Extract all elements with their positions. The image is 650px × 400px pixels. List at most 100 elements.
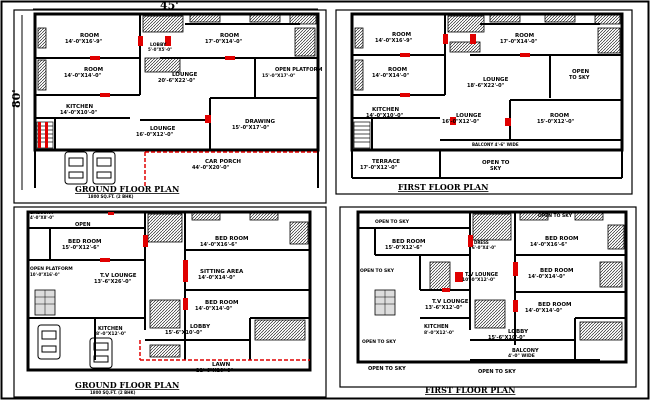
room-name: LAWN bbox=[212, 362, 231, 368]
open-sky-label: OPEN TO SKY bbox=[360, 268, 395, 274]
room-name: LOBBY bbox=[150, 42, 167, 48]
room-size: 17'-0"X12'-0" bbox=[360, 165, 398, 171]
room-size: SKY bbox=[490, 166, 501, 172]
room-name: TERRACE bbox=[372, 159, 400, 165]
plan-subtitle: 1800 SQ.FT. (2 BHK) bbox=[88, 194, 134, 199]
room-size: 14'-0"X14'-0" bbox=[525, 308, 563, 314]
room-size: 13'-6"X26'-0" bbox=[94, 279, 132, 285]
room-size: 21'-6"X10'-0" bbox=[196, 368, 234, 374]
room-name: BED ROOM bbox=[68, 239, 102, 245]
room-name: T.V LOUNGE bbox=[465, 272, 499, 278]
room-size: 18'-6"X22'-0" bbox=[467, 83, 505, 89]
room-labels: OPEN TO SKY OPEN TO SKY BED ROOM 15'-0"X… bbox=[360, 213, 579, 375]
room-size: 14'-0"X10'-0" bbox=[366, 113, 404, 119]
room-name: ROOM bbox=[550, 113, 569, 119]
doors bbox=[442, 235, 518, 312]
plan-bottom-right: OPEN TO SKY OPEN TO SKY BED ROOM 15'-0"X… bbox=[339, 206, 637, 395]
room-size: 15'-0"X12'-6" bbox=[62, 245, 100, 251]
room-size: 15'-0"X12'-0" bbox=[537, 119, 575, 125]
room-name: OPEN bbox=[572, 69, 589, 75]
dimension-depth: 80' bbox=[10, 89, 23, 108]
car-icon bbox=[89, 337, 113, 369]
room-size: 14'-0"X16'-9" bbox=[65, 39, 103, 45]
room-name: OPEN PLATFORM bbox=[275, 67, 323, 73]
plan-top-left: 45' 80' bbox=[10, 0, 327, 204]
fixtures bbox=[147, 211, 309, 358]
room-name: DRESS bbox=[474, 240, 489, 245]
internal-walls bbox=[35, 14, 318, 150]
plan-title: GROUND FLOOR PLAN bbox=[75, 184, 179, 194]
room-name: LOBBY bbox=[508, 329, 529, 335]
room-size: 4'-0" WIDE bbox=[508, 353, 535, 359]
open-label: OPEN bbox=[75, 222, 91, 228]
room-name: BALCONY bbox=[512, 348, 539, 354]
panel-frame bbox=[13, 206, 327, 398]
plan-title: FIRST FLOOR PLAN bbox=[398, 182, 488, 192]
plan-title: FIRST FLOOR PLAN bbox=[425, 385, 515, 395]
fixtures bbox=[37, 13, 317, 91]
room-size: TO SKY bbox=[569, 75, 590, 81]
room-size: 14'-0"X16'-6" bbox=[530, 242, 568, 248]
dimension-width: 45' bbox=[160, 0, 179, 12]
room-name: LOBBY bbox=[190, 324, 211, 330]
room-size: 6'-0"X4'-0" bbox=[472, 245, 496, 250]
room-size: 14'-0"X16'-9" bbox=[375, 38, 413, 44]
outer-wall bbox=[356, 210, 628, 364]
room-name: ROOM bbox=[392, 32, 411, 38]
room-name: OPEN TO bbox=[482, 160, 510, 166]
room-size: 10'-0"X16'-0" bbox=[30, 272, 60, 277]
room-size: 14'-0"X10'-0" bbox=[60, 110, 98, 116]
room-size: 8'-0"X12'-0" bbox=[96, 331, 126, 337]
room-size: 44'-0"X20'-0" bbox=[192, 165, 230, 171]
room-name: LOUNGE bbox=[456, 113, 482, 119]
room-labels: ROOM 14'-0"X16'-9" ROOM 17'-0"X14'-0" RO… bbox=[360, 32, 590, 172]
room-size: 20'-6"X22'-0" bbox=[158, 78, 196, 84]
room-size: 15'-6"X10'-0" bbox=[488, 335, 526, 341]
internal-walls bbox=[351, 14, 623, 179]
room-name: KITCHEN bbox=[66, 104, 93, 110]
plan-subtitle: 1800 SQ.FT. (2 BHK) bbox=[90, 390, 136, 395]
open-platform bbox=[34, 289, 56, 316]
room-size: 14'-0"X14'-0" bbox=[198, 275, 236, 281]
room-name: BED ROOM bbox=[540, 268, 574, 274]
room-labels: ROOM 14'-0"X16'-9" LOBBY 5'-0"X5'-0" ROO… bbox=[60, 33, 323, 171]
room-name: LOUNGE bbox=[483, 77, 509, 83]
room-name: OPEN PLATFORM bbox=[30, 266, 73, 272]
fixtures bbox=[354, 13, 621, 91]
room-name: BED ROOM bbox=[538, 302, 572, 308]
room-size: 16'-0"X12'-0" bbox=[136, 132, 174, 138]
open-sky-label: OPEN TO SKY bbox=[368, 366, 406, 372]
outer-wall bbox=[350, 12, 624, 152]
room-name: ROOM bbox=[80, 33, 99, 39]
plan-bottom-left: BALCONY 4'-0"X8'-0" OPEN BED ROOM 15'-0"… bbox=[13, 206, 327, 398]
panel-frame bbox=[335, 9, 633, 195]
room-name: KITCHEN bbox=[98, 326, 123, 332]
room-name: LOUNGE bbox=[150, 126, 176, 132]
internal-walls bbox=[28, 212, 310, 360]
plan-title: GROUND FLOOR PLAN bbox=[75, 380, 179, 390]
room-name: KITCHEN bbox=[424, 324, 449, 330]
room-name: BED ROOM bbox=[545, 236, 579, 242]
room-name: BED ROOM bbox=[215, 236, 249, 242]
room-size: 8'-0"X12'-0" bbox=[424, 330, 454, 336]
room-size: 4'-0"X8'-0" bbox=[30, 215, 54, 220]
room-name: BED ROOM bbox=[205, 300, 239, 306]
stairs bbox=[374, 289, 396, 316]
room-size: 5'-0"X5'-0" bbox=[148, 47, 172, 52]
car-icon bbox=[37, 324, 61, 360]
room-size: 14'-0"X14'-0" bbox=[195, 306, 233, 312]
car-icon bbox=[64, 151, 88, 185]
panel-frame bbox=[13, 9, 327, 204]
room-name: ROOM bbox=[388, 67, 407, 73]
room-size: 14'-0"X16'-6" bbox=[200, 242, 238, 248]
room-name: SITTING AREA bbox=[200, 269, 244, 275]
open-sky-label: OPEN TO SKY bbox=[538, 213, 573, 219]
internal-walls bbox=[358, 212, 626, 361]
open-sky-label: OPEN TO SKY bbox=[478, 369, 516, 375]
doors bbox=[400, 34, 530, 126]
room-name: KITCHEN bbox=[372, 107, 399, 113]
open-sky-label: OPEN TO SKY bbox=[375, 219, 410, 225]
room-size: 13'-6"X12'-0" bbox=[425, 305, 463, 311]
